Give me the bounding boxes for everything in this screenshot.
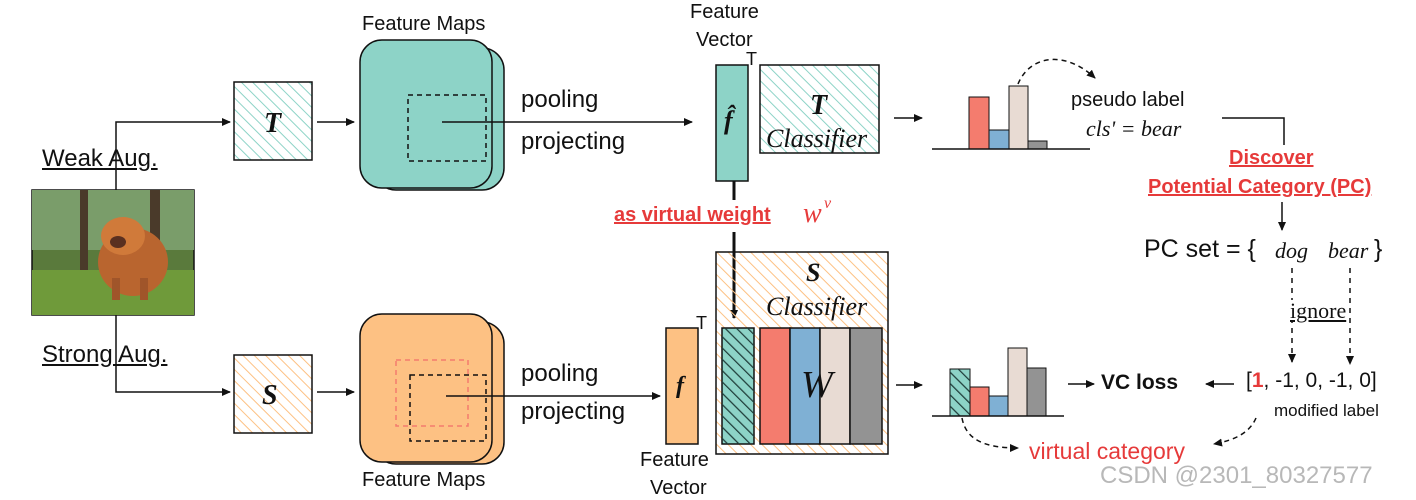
student-encoder-symbol: S bbox=[262, 380, 278, 411]
weak-aug-label: Weak Aug. bbox=[42, 145, 158, 172]
projecting-bottom-label: projecting bbox=[521, 398, 626, 425]
student-histogram bbox=[932, 347, 1064, 417]
discover-line1: Discover bbox=[1229, 147, 1314, 169]
virtual-weight-superscript: v bbox=[824, 195, 832, 212]
pooling-bottom-label: pooling bbox=[521, 360, 599, 387]
modified-rest: , -1, 0, -1, 0] bbox=[1263, 369, 1377, 392]
virtual-category-dashed-arrow-right bbox=[1213, 417, 1257, 447]
teacher-feature-maps bbox=[359, 39, 505, 191]
virtual-weight-label: as virtual weight bbox=[614, 204, 771, 226]
teacher-histogram bbox=[932, 85, 1090, 150]
teacher-classifier-label: Classifier bbox=[766, 124, 868, 153]
pseudo-to-discover-connector bbox=[1222, 117, 1285, 145]
pseudo-label-text: pseudo label bbox=[1071, 89, 1185, 111]
teacher-feature-vector bbox=[715, 64, 749, 182]
feature-vector-bottom-line1: Feature bbox=[640, 449, 709, 471]
feature-vector-top-line1: Feature bbox=[690, 1, 759, 23]
student-classifier-label: Classifier bbox=[766, 292, 868, 321]
projecting-top-label: projecting bbox=[521, 128, 626, 155]
pc-set-bear: bear bbox=[1328, 238, 1369, 263]
teacher-classifier-symbol: T bbox=[810, 90, 828, 121]
teacher-encoder-box bbox=[233, 81, 313, 161]
pseudo-label-class: cls' = bear bbox=[1086, 116, 1182, 141]
modified-label-caption: modified label bbox=[1274, 401, 1379, 420]
discover-line2: Potential Category (PC) bbox=[1148, 176, 1372, 198]
feature-vector-bottom-line2: Vector bbox=[650, 477, 707, 499]
pooling-top-label: pooling bbox=[521, 86, 599, 113]
vc-loss-label: VC loss bbox=[1101, 371, 1179, 394]
student-encoder-box bbox=[233, 354, 313, 434]
student-feature-vector bbox=[665, 327, 699, 445]
virtual-category-dashed-arrow-left bbox=[961, 417, 1019, 452]
ignore-label: ignore bbox=[1288, 298, 1349, 323]
weight-matrix-symbol: W bbox=[801, 364, 833, 406]
student-classifier-symbol: S bbox=[806, 258, 821, 287]
teacher-classifier-box bbox=[759, 64, 880, 154]
modified-label-vector: [1, -1, 0, -1, 0] bbox=[1246, 370, 1377, 391]
transpose-top-mark: T bbox=[746, 49, 757, 69]
f-hat-symbol: f̂ bbox=[724, 106, 733, 135]
pc-set-dog: dog bbox=[1275, 238, 1308, 263]
strong-aug-label: Strong Aug. bbox=[42, 341, 168, 368]
pseudo-label-dashed-arrow bbox=[1017, 58, 1096, 85]
modified-open-bracket: [ bbox=[1246, 369, 1252, 392]
virtual-category-label: virtual category bbox=[1029, 438, 1185, 464]
strong-branch-connector bbox=[115, 315, 231, 396]
teacher-encoder-symbol: T bbox=[264, 108, 282, 139]
pc-set-prefix: PC set = { bbox=[1144, 235, 1256, 263]
feature-maps-top-label: Feature Maps bbox=[362, 13, 486, 35]
student-classifier-box bbox=[715, 251, 889, 455]
feature-vector-top-line2: Vector bbox=[696, 29, 753, 51]
dog-photo-icon bbox=[31, 189, 195, 316]
pc-set-suffix: } bbox=[1374, 235, 1383, 263]
weak-branch-connector bbox=[115, 118, 231, 190]
student-feature-maps bbox=[359, 313, 505, 465]
f-symbol: f bbox=[676, 373, 684, 399]
modified-one: 1 bbox=[1251, 369, 1264, 392]
transpose-bottom-mark: T bbox=[696, 313, 707, 333]
feature-maps-bottom-label: Feature Maps bbox=[362, 469, 486, 491]
virtual-weight-symbol: w bbox=[803, 198, 822, 229]
watermark: CSDN @2301_80327577 bbox=[1100, 462, 1373, 489]
